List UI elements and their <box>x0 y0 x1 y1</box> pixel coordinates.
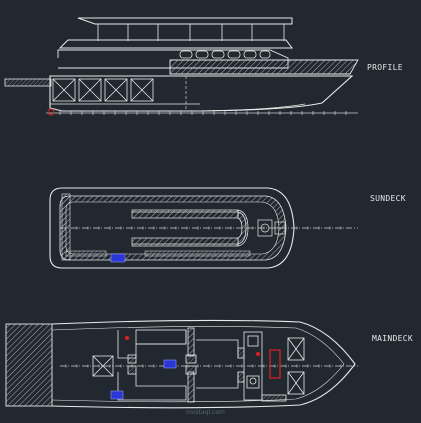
maindeck-label: MAINDECK <box>372 334 413 343</box>
sundeck-axis-ticks <box>65 226 342 230</box>
profile-origin-marker <box>47 108 55 116</box>
watermark: mostaql.com <box>186 409 225 416</box>
maindeck-view <box>5 319 358 409</box>
profile-view <box>4 17 359 116</box>
sundeck-pad-right <box>144 250 251 257</box>
sundeck-blue-marker <box>110 253 126 263</box>
profile-cabins <box>52 78 154 102</box>
sundeck-bench-end <box>237 209 249 247</box>
maindeck-hatches <box>92 337 305 395</box>
profile-roof-posts <box>97 24 285 41</box>
maindeck-stern-deck <box>5 323 53 407</box>
sundeck-view <box>49 187 358 269</box>
profile-sundeck-band <box>58 39 293 49</box>
profile-bulwark-hatch <box>169 59 359 75</box>
maindeck-blue-marker-1 <box>163 359 177 369</box>
profile-axis-ticks <box>59 111 347 115</box>
maindeck-cabins <box>117 327 245 403</box>
maindeck-red-bow-marker <box>125 336 129 340</box>
profile-label: PROFILE <box>367 63 403 72</box>
maindeck-red-marker <box>269 349 281 379</box>
maindeck-blue-marker-2 <box>110 390 124 400</box>
maindeck-hull-outline <box>51 319 356 409</box>
profile-hull <box>49 75 354 112</box>
sundeck-bench-bottom <box>131 237 239 247</box>
maindeck-axis-ticks <box>65 364 342 368</box>
profile-windows <box>179 50 271 59</box>
sundeck-bench-top <box>131 209 239 219</box>
sundeck-label: SUNDECK <box>370 194 406 203</box>
profile-keel <box>199 103 306 112</box>
profile-roof <box>77 17 293 25</box>
maindeck-red-dot <box>256 352 260 356</box>
profile-stern-platform <box>4 78 52 87</box>
sundeck-pad-left <box>65 250 107 257</box>
sundeck-outline <box>49 187 295 269</box>
